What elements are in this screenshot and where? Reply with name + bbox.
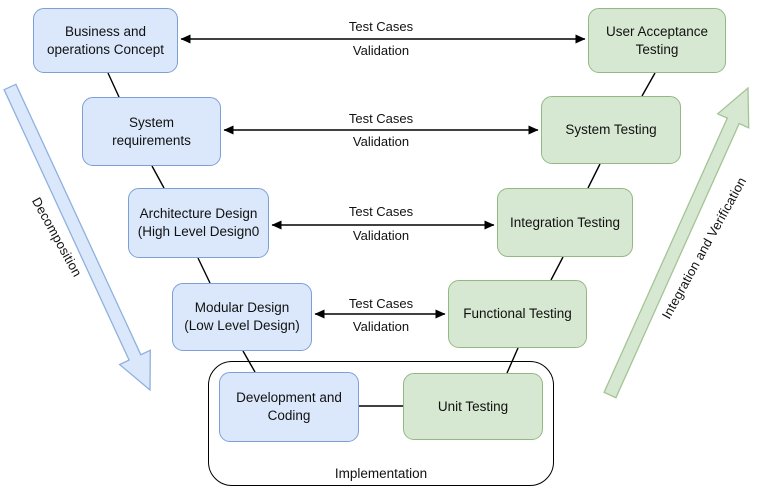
connector-right-3-4 [550,256,564,281]
connector-right-1-2 [641,72,656,97]
implementation-container [208,361,554,486]
integration-verification-arrow [603,86,750,399]
testcases-label-level2: Test Cases [348,111,414,126]
box-functional-testing: Functional Testing [448,280,587,348]
box-architecture-design: Architecture Design (High Level Design0 [128,188,269,258]
box-system-requirements: System requirements [82,97,221,166]
connector-left-3-4 [197,257,211,284]
validation-label-level1: Validation [352,43,410,58]
connector-left-1-2 [107,72,120,98]
implementation-label: Implementation [334,466,428,481]
validation-label-level2: Validation [352,134,410,149]
validation-label-level4: Validation [352,319,410,334]
testcases-label-level3: Test Cases [348,204,414,219]
box-user-acceptance-testing: User Acceptance Testing [588,8,726,73]
box-modular-design: Modular Design (Low Level Design) [172,283,312,351]
box-system-testing: System Testing [541,96,681,164]
validation-label-level3: Validation [352,228,410,243]
box-development-and-coding: Development and Coding [219,372,359,442]
connector-right-2-3 [587,163,601,189]
decomposition-arrow [3,83,151,392]
box-integration-testing: Integration Testing [497,188,633,257]
box-business-operations-concept: Business and operations Concept [33,8,178,73]
box-unit-testing: Unit Testing [403,373,543,440]
connector-right-4-unit [506,347,519,374]
connector-left-2-3 [151,165,165,189]
testcases-label-level1: Test Cases [348,19,414,34]
testcases-label-level4: Test Cases [348,296,414,311]
